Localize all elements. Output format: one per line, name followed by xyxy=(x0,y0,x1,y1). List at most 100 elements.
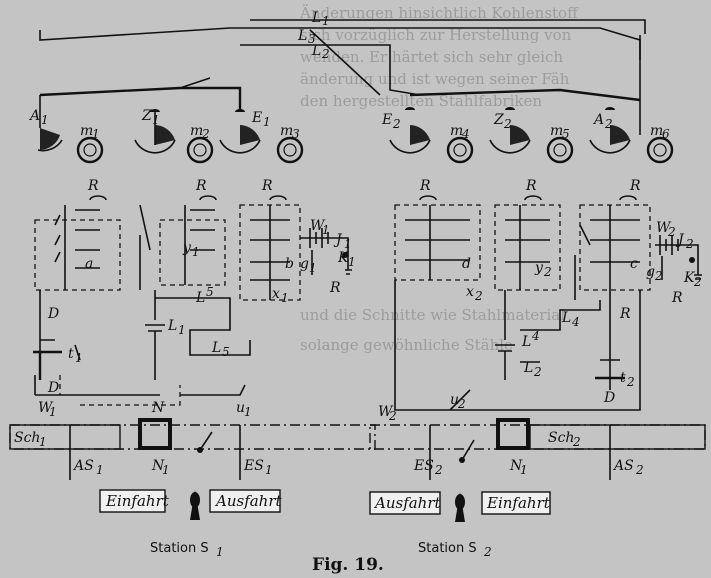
bg-line: den hergestellten Stahlfabriken xyxy=(300,92,542,110)
signal-label-a2-sub: 2 xyxy=(604,117,613,131)
label-as2-sub: 2 xyxy=(635,463,644,477)
label-n1-sub: 1 xyxy=(162,463,170,477)
label-as1: AS xyxy=(72,458,94,474)
signal-lamp-a1 xyxy=(37,95,63,152)
contact-label-b: b xyxy=(285,256,294,272)
label-sch1: Sch xyxy=(14,430,40,446)
label-k1: K xyxy=(337,250,350,266)
label-w2-lower: W xyxy=(378,404,394,420)
station-label-s2-sub: 2 xyxy=(483,545,492,559)
signal-label-a2: A xyxy=(592,112,604,128)
left-station: A 1 m 1 Z 1 m 2 E 1 xyxy=(9,77,376,559)
signal-label-z1: Z xyxy=(141,108,152,124)
bell-label-m3-sub: 3 xyxy=(292,127,300,141)
contact-label-y1-sub: 1 xyxy=(192,245,200,259)
line-label-l1-sub: 1 xyxy=(322,14,330,28)
line-label-l3-sub: 3 xyxy=(308,32,316,46)
line-label-l3: L xyxy=(297,28,307,44)
relay-label-r: R xyxy=(419,178,431,194)
background-print: Änderungen hinsichtlich Kohlenstoff sich… xyxy=(299,4,579,354)
relay-label-r: R xyxy=(195,178,207,194)
label-w1-sub: 1 xyxy=(322,223,330,237)
line-label-l2-sub: 2 xyxy=(321,47,330,61)
bg-line: sich vorzüglich zur Herstellung von xyxy=(300,26,572,44)
label-es2-sub: 2 xyxy=(434,463,443,477)
label-g1: g xyxy=(300,256,309,272)
bell-label-m4-sub: 4 xyxy=(461,127,470,141)
label-n1-right: N xyxy=(509,458,523,474)
label-u1: u xyxy=(236,400,245,416)
bg-line: wenden. Er härtet sich sehr gleich xyxy=(300,48,563,66)
label-k2: K xyxy=(683,270,696,286)
label-t1: t xyxy=(68,346,74,362)
bell-label-m2: m xyxy=(190,123,203,139)
contact-label-x1-sub: 1 xyxy=(281,291,289,305)
label-l5b-sub: 5 xyxy=(222,345,230,359)
label-n: N xyxy=(151,400,165,416)
label-l1-sub: 1 xyxy=(178,323,186,337)
label-g2-sub: 2 xyxy=(654,269,663,283)
label-r-lower: R xyxy=(619,306,631,322)
contact-label-x2: x xyxy=(466,284,474,300)
box-label-ausfahrt-right: Ausfahrt xyxy=(373,494,442,512)
bell-m5 xyxy=(546,136,574,164)
signal-label-e1-sub: 1 xyxy=(263,115,271,129)
label-w2-lower-sub: 2 xyxy=(388,409,397,423)
relay-label-r: R xyxy=(525,178,537,194)
label-g1-sub: 1 xyxy=(309,261,317,275)
label-d: D xyxy=(47,306,59,322)
bell-label-m5: m xyxy=(550,123,563,139)
bell-label-m3: m xyxy=(280,123,293,139)
signal-label-z2-sub: 2 xyxy=(503,117,512,131)
bell-label-m1-sub: 1 xyxy=(92,127,100,141)
bell-m6 xyxy=(646,136,674,164)
battery-group-left xyxy=(300,228,352,275)
label-k1-sub: 1 xyxy=(348,255,356,269)
label-t2-sub: 2 xyxy=(626,375,635,389)
signal-lamp-a2 xyxy=(589,107,631,154)
label-sch2-sub: 2 xyxy=(572,435,581,449)
contact-label-x1: x xyxy=(272,286,280,302)
station-label-s1-sub: 1 xyxy=(216,545,224,559)
bell-label-m6-sub: 6 xyxy=(662,127,670,141)
bell-label-m1: m xyxy=(80,123,93,139)
bg-line: solange gewöhnliche Stähle xyxy=(300,336,513,354)
figure-caption: Fig. 19. xyxy=(312,555,384,575)
line-label-l2: L xyxy=(311,43,321,59)
label-w2: W xyxy=(656,220,672,236)
label-l2: L xyxy=(523,360,533,376)
box-label-ausfahrt: Ausfahrt xyxy=(214,492,283,510)
contact-label-y2: y xyxy=(534,260,544,276)
label-l4-sub: 4 xyxy=(571,315,580,329)
bell-m4 xyxy=(446,136,474,164)
bell-label-m2-sub: 2 xyxy=(201,127,210,141)
contact-label-c: c xyxy=(630,256,638,272)
relay-label-r: R xyxy=(261,178,273,194)
label-w1-sub: 1 xyxy=(49,405,57,419)
label-r-ground: R xyxy=(329,280,341,296)
signal-lamp-e1 xyxy=(219,109,261,154)
bell-m1 xyxy=(76,136,104,164)
contact-label-x2-sub: 2 xyxy=(474,289,483,303)
label-l5a-sup: 5 xyxy=(206,285,214,299)
label-j2-sub: 2 xyxy=(685,237,694,251)
bell-m3 xyxy=(276,136,304,164)
battery-group-right xyxy=(655,235,702,280)
label-u1-sub: 1 xyxy=(244,405,252,419)
line-label-l1: L xyxy=(311,10,321,26)
contact-label-y1: y xyxy=(182,240,192,256)
label-t1-sub: 1 xyxy=(75,351,83,365)
signal-label-z2: Z xyxy=(493,112,504,128)
contact-label-d: d xyxy=(462,256,471,272)
label-as1-sub: 1 xyxy=(96,463,104,477)
relay-label-r: R xyxy=(87,178,99,194)
bell-m2 xyxy=(186,136,214,164)
bg-line: änderung und ist wegen seiner Fäh xyxy=(300,70,570,88)
relay-contacts-left xyxy=(34,195,301,301)
station-label-s1: Station S xyxy=(150,541,209,556)
main-lines: L 1 L 3 L 2 xyxy=(39,10,646,96)
box-label-einfahrt-right: Einfahrt xyxy=(486,494,551,512)
label-r-ground: R xyxy=(671,290,683,306)
label-j1: J xyxy=(333,232,343,248)
